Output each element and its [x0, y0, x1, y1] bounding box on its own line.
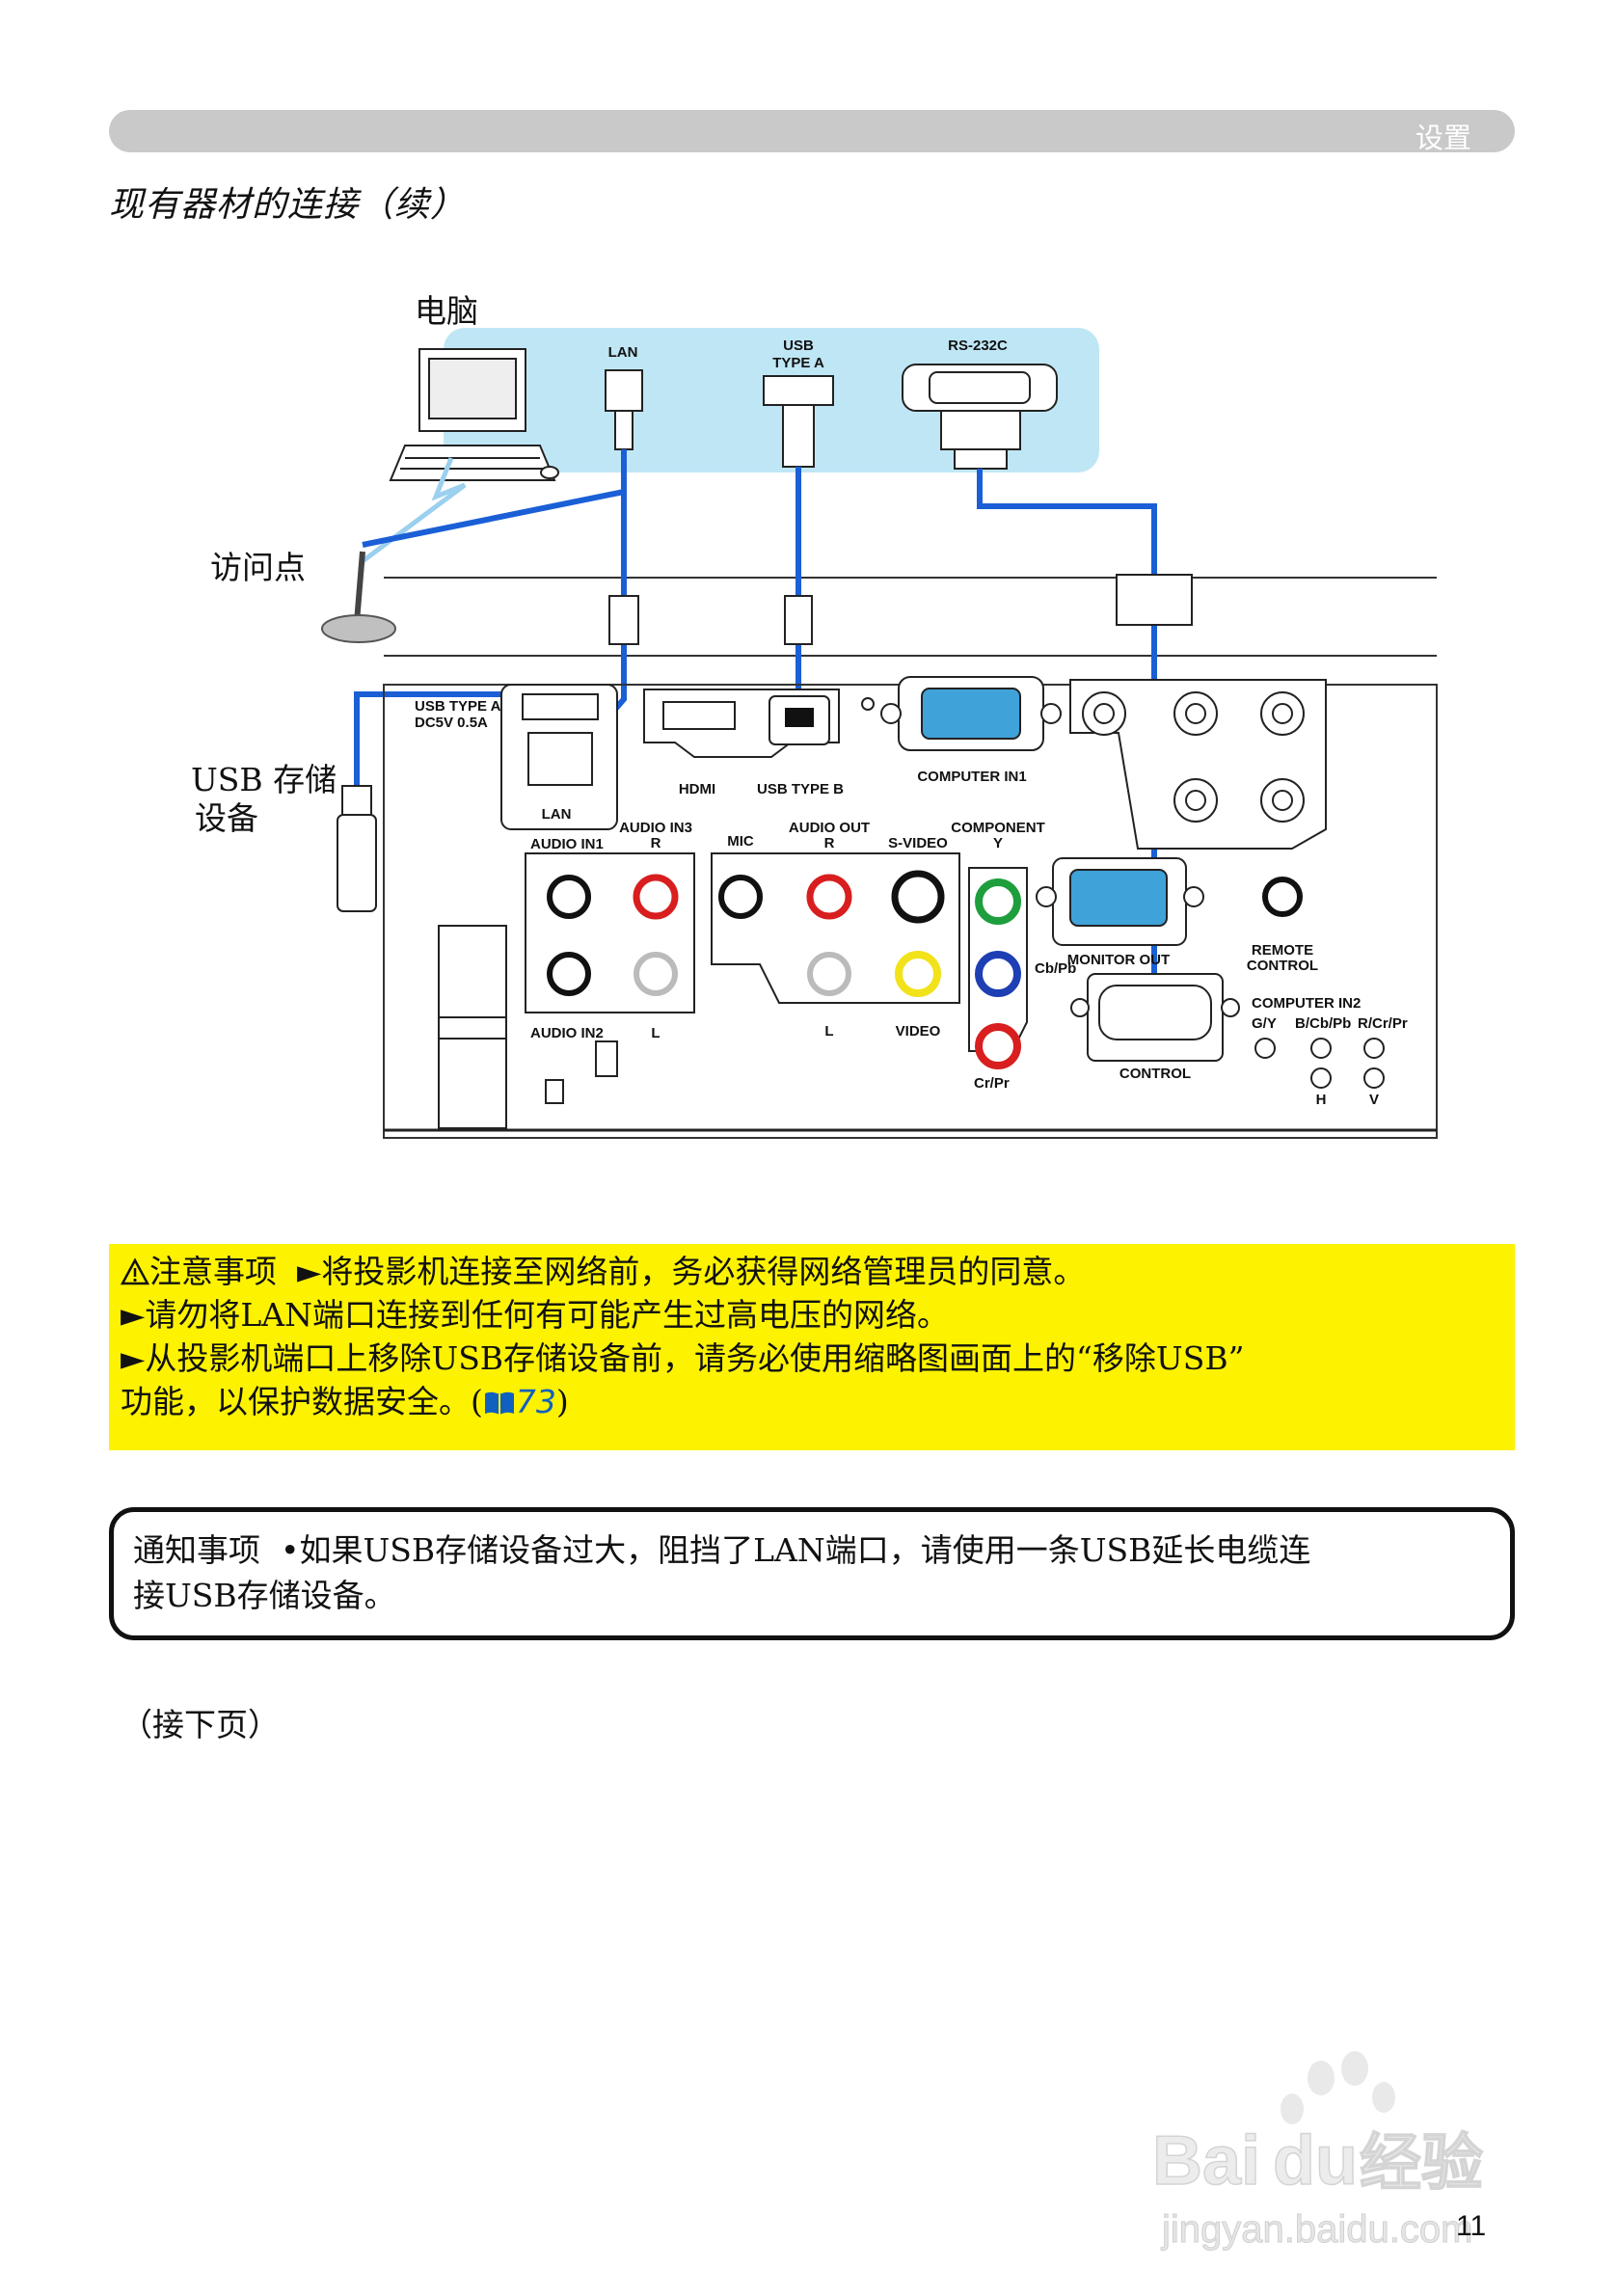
audio-in2-l-label: L	[651, 1025, 660, 1041]
access-point-label: 访问点	[210, 549, 306, 586]
component-label: COMPONENT	[951, 820, 1045, 836]
audio-in1-jack	[547, 875, 591, 919]
computer-label: 电脑	[415, 292, 478, 330]
audio-out-l-jack	[807, 952, 851, 996]
notice-text-1: •如果USB存储设备过大，阻挡了LAN端口，请使用一条USB延长电缆连	[280, 1531, 1311, 1569]
audio-in3-r-jack	[633, 874, 679, 920]
caution-item-3: ►从投影机端口上移除USB存储设备前，请务必使用缩略图画面上的“移除USB”	[121, 1339, 1245, 1377]
projector-lan-port	[527, 732, 593, 786]
audio-in1-label: AUDIO IN1	[530, 836, 604, 852]
projector-usb-type-a-port	[522, 693, 599, 720]
monitor-out-port	[1036, 857, 1204, 946]
caution-line-4: 功能，以保护数据安全。( 73)	[121, 1380, 1503, 1423]
continued-label: （接下页）	[121, 1706, 280, 1743]
computer-in1-label: COMPUTER IN1	[917, 769, 1026, 785]
mic-label: MIC	[727, 833, 754, 850]
audio-in2-jack	[547, 952, 591, 996]
notice-line-1: 通知事项 •如果USB存储设备过大，阻挡了LAN端口，请使用一条USB延长电缆连	[133, 1527, 1491, 1573]
video-jack	[895, 951, 941, 997]
watermark-url: jingyan.baidu.com	[1161, 2208, 1472, 2251]
caution-closing: )	[555, 1383, 569, 1420]
pc-usb-label-line2: TYPE A	[772, 355, 824, 371]
audio-out-l-label: L	[824, 1023, 833, 1040]
rcrpr-label: R/Cr/Pr	[1358, 1015, 1408, 1032]
book-icon[interactable]	[483, 1390, 516, 1417]
cb-pb-label: Cb/Pb	[1035, 960, 1076, 977]
warning-icon	[121, 1257, 149, 1285]
audio-in3-label: AUDIO IN3	[619, 820, 692, 836]
hdmi-port	[662, 701, 736, 730]
pc-rs232c-port	[902, 364, 1058, 470]
audio-out-r-label: R	[824, 835, 835, 851]
notice-text-2: 接USB存储设备。	[133, 1577, 396, 1614]
pc-rs232c-label: RS-232C	[948, 338, 1008, 354]
control-label: CONTROL	[1119, 1066, 1191, 1082]
computer-icon	[389, 348, 559, 481]
page-number: 11	[1456, 2210, 1487, 2242]
notice-box: 通知事项 •如果USB存储设备过大，阻挡了LAN端口，请使用一条USB延长电缆连…	[109, 1507, 1515, 1640]
pc-lan-port	[605, 369, 643, 412]
component-y-label: Y	[993, 835, 1003, 851]
audio-out-label: AUDIO OUT	[789, 820, 870, 836]
caution-box: 注意事项 ►将投影机连接至网络前，务必获得网络管理员的同意。 ►请勿将LAN端口…	[109, 1244, 1515, 1450]
header-bar: 设置	[109, 110, 1515, 154]
caution-heading: 注意事项	[149, 1253, 277, 1290]
notice-heading: 通知事项	[133, 1531, 260, 1569]
h-label: H	[1316, 1092, 1327, 1108]
usb-storage-device-icon	[337, 785, 377, 912]
watermark-brand: Bai	[1152, 2122, 1260, 2200]
video-label: VIDEO	[896, 1023, 941, 1040]
dc-label: DC5V 0.5A	[415, 715, 488, 731]
audio-in3-l-jack	[634, 952, 678, 996]
usb-type-b-label: USB TYPE B	[757, 781, 844, 797]
remote-label-line1: REMOTE	[1252, 942, 1313, 959]
component-cb-jack	[975, 951, 1021, 997]
cr-pr-label: Cr/Pr	[974, 1075, 1010, 1092]
usb-type-a-label: USB TYPE A	[415, 698, 501, 715]
s-video-label: S-VIDEO	[888, 835, 948, 851]
computer-in2-label: COMPUTER IN2	[1252, 995, 1361, 1012]
audio-out-r-jack	[806, 874, 852, 920]
caution-item-4: 功能，以保护数据安全。(	[121, 1383, 483, 1420]
section-label: 设置	[1415, 122, 1471, 154]
pc-usb-port	[763, 375, 834, 406]
component-cr-jack	[975, 1023, 1021, 1069]
projector-lan-label: LAN	[542, 806, 572, 823]
gy-label: G/Y	[1252, 1015, 1277, 1032]
control-port	[1070, 973, 1240, 1062]
mic-jack	[718, 875, 763, 919]
audio-in3-r-label: R	[651, 835, 661, 851]
v-label: V	[1369, 1092, 1379, 1108]
watermark-product: 经验	[1360, 2128, 1483, 2200]
monitor-out-label: MONITOR OUT	[1067, 952, 1170, 968]
remote-label-line2: CONTROL	[1247, 958, 1318, 974]
remote-control-jack	[1262, 877, 1303, 917]
usb-storage-label-line2: 设备	[195, 799, 258, 837]
audio-in2-label: AUDIO IN2	[530, 1025, 604, 1041]
connection-diagram: 电脑 访问点 LAN USB TYPE A RS-232C USB TYPE A	[191, 292, 1438, 1139]
hdmi-label: HDMI	[679, 781, 715, 797]
component-y-jack	[975, 878, 1021, 925]
pc-usb-label-line1: USB	[783, 338, 814, 354]
computer-in1-port	[880, 676, 1062, 751]
wifi-link-cable	[362, 489, 625, 548]
baidu-watermark: Bai du 经验 jingyan.baidu.com	[1152, 2051, 1484, 2252]
rs232c-cable-connector	[1116, 574, 1193, 626]
caution-item-1: ►将投影机连接至网络前，务必获得网络管理员的同意。	[296, 1253, 1086, 1290]
caution-item-2: ►请勿将LAN端口连接到任何有可能产生过高电压的网络。	[121, 1296, 949, 1334]
s-video-jack	[891, 870, 945, 924]
watermark-brand-suffix: du	[1273, 2122, 1358, 2200]
access-point-icon	[321, 551, 396, 643]
wireless-signal	[361, 457, 467, 564]
bcbpb-label: B/Cb/Pb	[1295, 1015, 1351, 1032]
pc-lan-label: LAN	[608, 344, 638, 361]
page-reference-link[interactable]: 73	[515, 1383, 556, 1420]
usb-storage-label-line1: USB 存储	[191, 761, 337, 798]
page-title: 现有器材的连接（续）	[109, 185, 467, 225]
kensington-lock-icon	[545, 1079, 564, 1104]
usb-storage-cable	[354, 691, 540, 786]
caution-line-1: 注意事项 ►将投影机连接至网络前，务必获得网络管理员的同意。	[121, 1250, 1503, 1293]
